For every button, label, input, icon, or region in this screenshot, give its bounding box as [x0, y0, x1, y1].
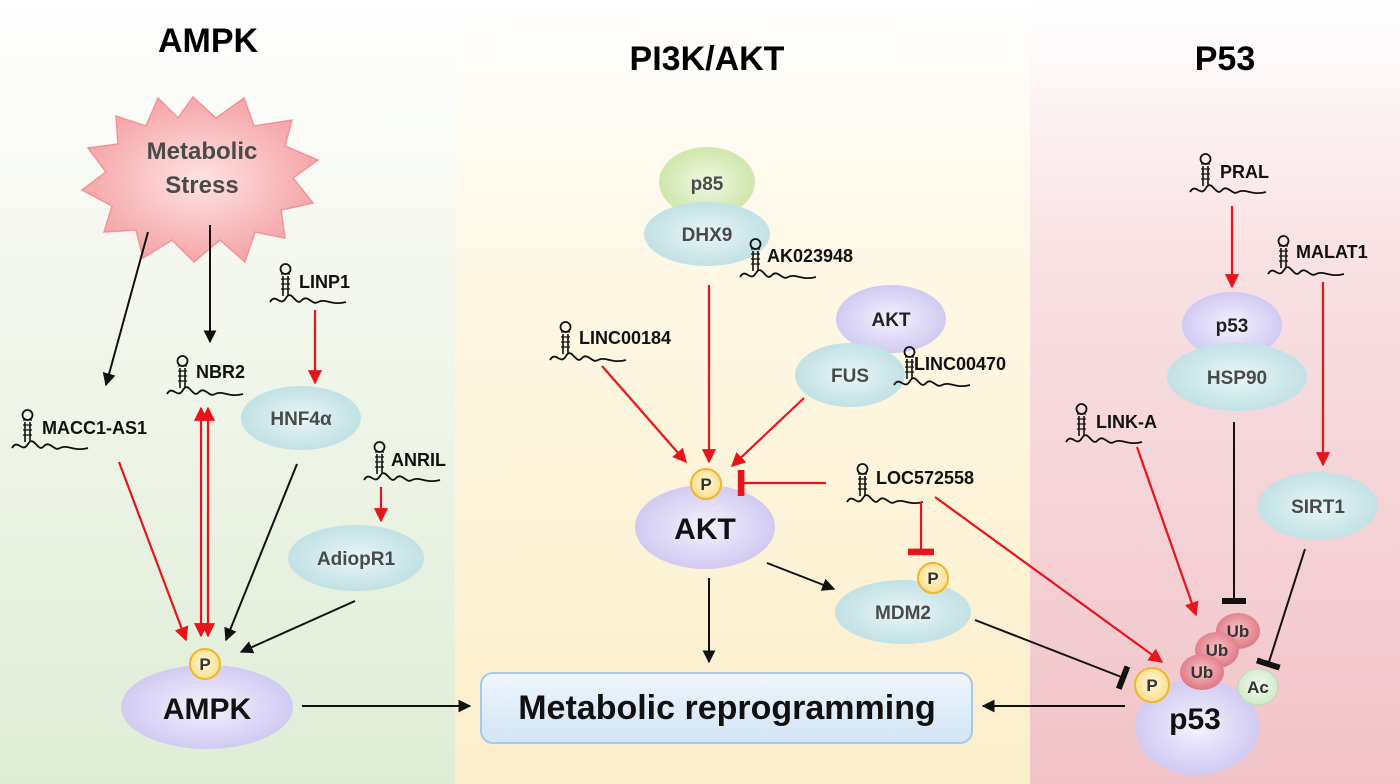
mdm2-phospho-label: P — [927, 569, 938, 588]
linc00184-label: LINC00184 — [579, 328, 671, 348]
fus-node — [795, 343, 905, 407]
ampk-label: AMPK — [163, 693, 252, 726]
ac-label: Ac — [1247, 678, 1269, 697]
arrow-adiopr1-ampk — [239, 600, 356, 654]
ac-badge — [1237, 668, 1279, 706]
arrow-linc00184-akt — [601, 365, 687, 464]
arrow-akt-mdm2 — [766, 562, 836, 591]
pral-label: PRAL — [1220, 162, 1269, 182]
p53-complex-node — [1182, 292, 1282, 358]
arrow-hnf4a-ampk — [224, 463, 298, 642]
linp1-label: LINP1 — [299, 272, 350, 292]
sirt1-label: SIRT1 — [1291, 497, 1345, 518]
p53-node — [1135, 679, 1259, 775]
inhibit-mdm2-p53 — [974, 619, 1131, 690]
linc00470-label: LINC00470 — [914, 354, 1006, 374]
metabolic-stress-burst — [80, 95, 320, 264]
arrow-loc572558-p53 — [934, 496, 1164, 663]
arrow-fus-akt — [730, 397, 805, 467]
akt-phospho-badge — [690, 468, 722, 500]
akt-phospho-label: P — [700, 475, 711, 494]
hsp90-node — [1167, 343, 1307, 411]
dhx9-node — [644, 202, 770, 266]
ub-label-2: Ub — [1206, 641, 1229, 660]
arrow-link-a-ub — [1135, 446, 1199, 617]
ampk-node — [121, 665, 293, 749]
metabolic-stress-label-line1: Metabolic — [147, 138, 258, 165]
hsp90-label: HSP90 — [1207, 368, 1267, 389]
hnf4a-node — [241, 386, 361, 450]
metabolic-stress-label-line2: Stress — [165, 172, 238, 199]
arrow-macc1-ampk — [117, 461, 189, 642]
akt-complex-label: AKT — [871, 310, 910, 331]
akt-label: AKT — [674, 513, 736, 546]
ub-label-3: Ub — [1191, 663, 1214, 682]
anril-label: ANRIL — [391, 450, 446, 470]
p85-label: p85 — [691, 174, 724, 195]
ub-label-1: Ub — [1227, 622, 1250, 641]
ampk-phospho-badge — [189, 648, 221, 680]
mdm2-label: MDM2 — [875, 603, 931, 624]
p53-phospho-label: P — [1146, 676, 1157, 695]
metabolic-reprogramming-box — [480, 672, 973, 744]
adiopr1-label: AdiopR1 — [317, 549, 396, 570]
p85-node — [659, 147, 755, 217]
mdm2-phospho-badge — [917, 562, 949, 594]
loc572558-label: LOC572558 — [876, 468, 974, 488]
akt-complex-node — [836, 285, 946, 353]
malat1-label: MALAT1 — [1296, 242, 1368, 262]
arrow-stress-macc1 — [102, 231, 149, 387]
p53-section-title: P53 — [1195, 40, 1256, 78]
fus-label: FUS — [831, 366, 869, 387]
ak023948-label: AK023948 — [767, 246, 853, 266]
p53-phospho-badge — [1134, 667, 1170, 703]
p53-label: p53 — [1169, 703, 1221, 736]
macc1-as1-label: MACC1-AS1 — [42, 418, 147, 438]
pi3k-section-title: PI3K/AKT — [630, 40, 785, 78]
metabolic-reprogramming-label: Metabolic reprogramming — [518, 689, 936, 727]
akt-node — [635, 485, 775, 569]
ampk-section-title: AMPK — [158, 22, 259, 60]
link-a-label: LINK-A — [1096, 412, 1157, 432]
pi3k-section-bg — [455, 0, 1030, 784]
sirt1-node — [1258, 472, 1378, 540]
hnf4a-label: HNF4α — [270, 409, 332, 430]
nbr2-label: NBR2 — [196, 362, 245, 382]
adiopr1-node — [288, 525, 424, 591]
dhx9-label: DHX9 — [682, 225, 733, 246]
ampk-phospho-label: P — [199, 655, 210, 674]
inhibit-sirt1-ac — [1255, 548, 1306, 671]
ub-badge-3 — [1180, 654, 1224, 690]
mdm2-node — [835, 580, 971, 644]
p53-complex-label: p53 — [1216, 316, 1249, 337]
